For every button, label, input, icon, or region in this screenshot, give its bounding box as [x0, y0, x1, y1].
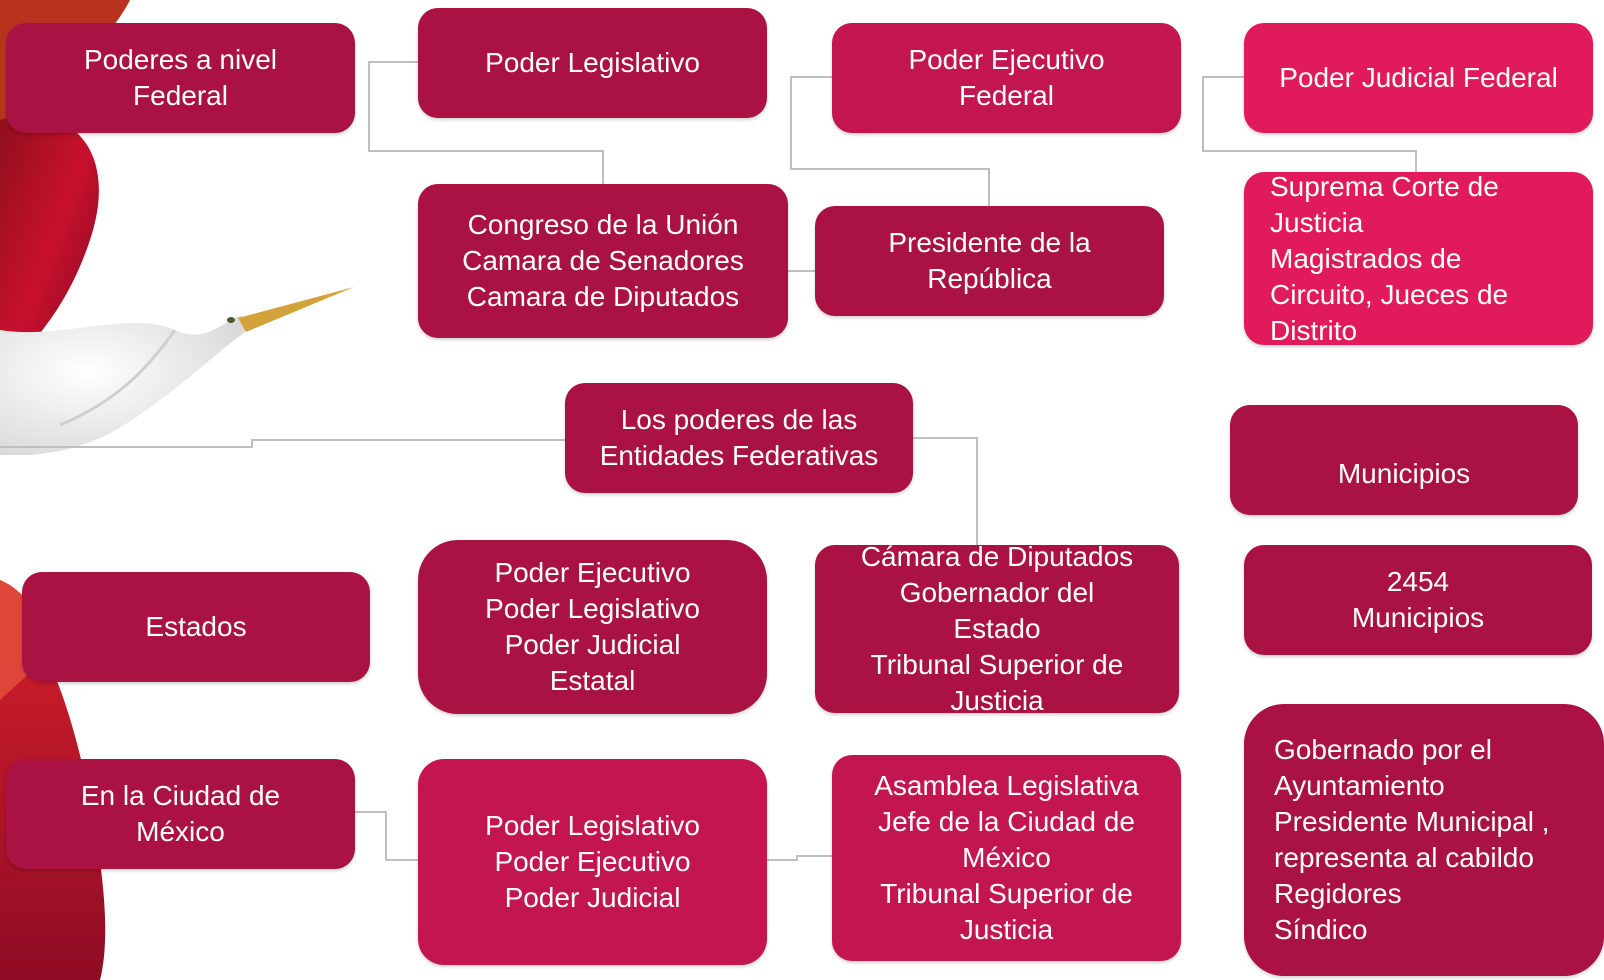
states-box: Estados: [22, 572, 370, 682]
legislative-power-box: Poder Legislativo: [418, 8, 767, 118]
cdmx-powers-box: Poder Legislativo Poder Ejecutivo Poder …: [418, 759, 767, 965]
municipality-count-box: 2454 Municipios: [1244, 545, 1592, 655]
connector-entidades-estados: [912, 437, 978, 548]
supreme-court-box: Suprema Corte de Justicia Magistrados de…: [1244, 172, 1593, 345]
connector-poderes-organos: [767, 855, 832, 861]
president-box: Presidente de la República: [815, 206, 1164, 316]
state-powers-box: Poder Ejecutivo Poder Legislativo Poder …: [418, 540, 767, 714]
cdmx-bodies-box: Asamblea Legislativa Jefe de la Ciudad d…: [832, 755, 1181, 961]
municipal-government-box: Gobernado por el Ayuntamiento Presidente…: [1244, 704, 1604, 976]
state-bodies-box: Cámara de Diputados Gobernador del Estad…: [815, 545, 1179, 713]
federal-entities-box: Los poderes de las Entidades Federativas: [565, 383, 913, 493]
municipalities-box: Municipios: [1230, 405, 1578, 515]
congress-box: Congreso de la Unión Camara de Senadores…: [418, 184, 788, 338]
judicial-power-box: Poder Judicial Federal: [1244, 23, 1593, 133]
mexico-city-box: En la Ciudad de México: [6, 759, 355, 869]
federal-level-box: Poderes a nivel Federal: [6, 23, 355, 133]
executive-power-box: Poder Ejecutivo Federal: [832, 23, 1181, 133]
